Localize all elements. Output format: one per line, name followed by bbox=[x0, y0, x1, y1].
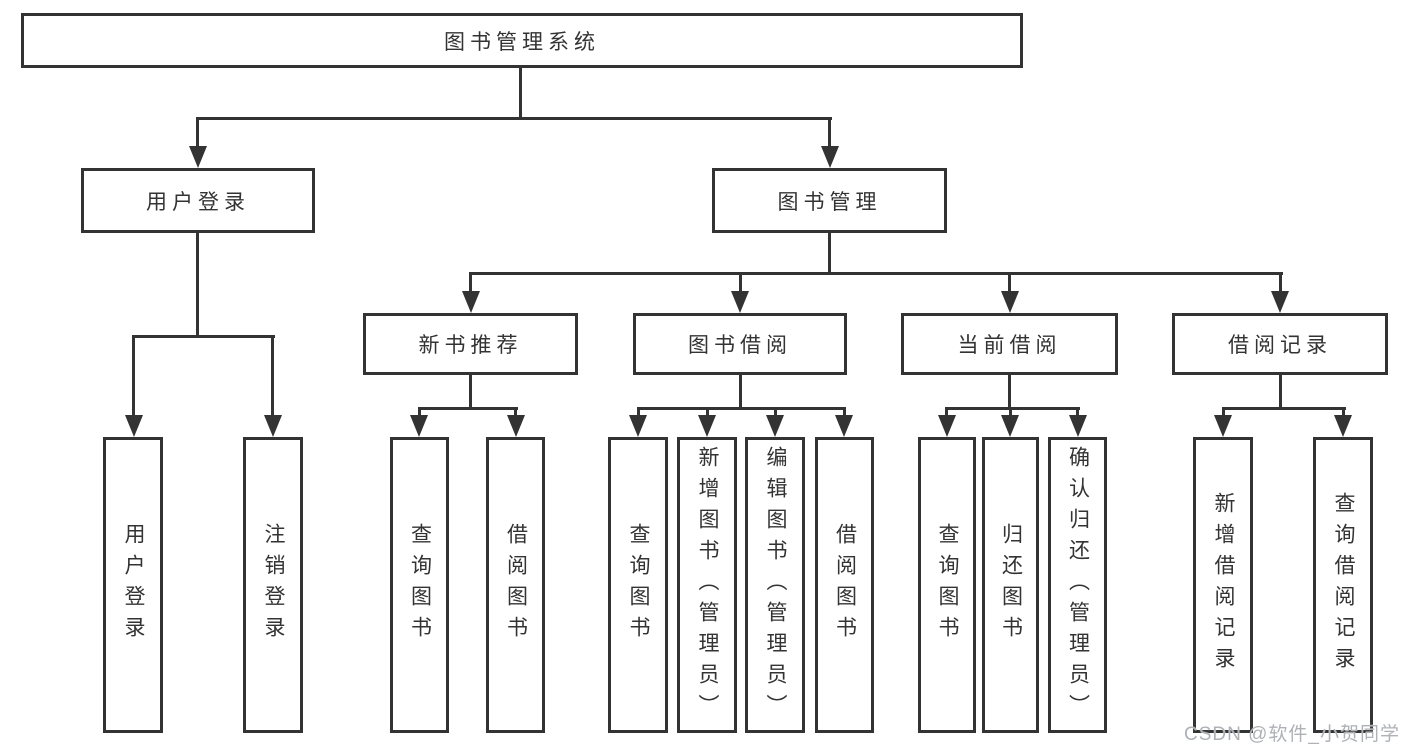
connector-line bbox=[469, 272, 1283, 275]
node-root-system: 图书管理系统 bbox=[21, 13, 1023, 68]
connector-line bbox=[469, 373, 472, 410]
connector-line bbox=[1342, 407, 1345, 421]
node-book-management: 图书管理 bbox=[712, 168, 947, 233]
node-book-borrowing: 图书借阅 bbox=[633, 313, 847, 375]
connector-line bbox=[739, 272, 742, 295]
leaf-query-books-recommend: 查询图书 bbox=[390, 437, 449, 733]
connector-line bbox=[1222, 407, 1346, 410]
leaf-add-books-admin: 新增图书（管理员） bbox=[677, 437, 737, 733]
connector-line bbox=[637, 407, 846, 410]
arrowhead-down-icon bbox=[1271, 291, 1289, 313]
connector-line bbox=[739, 373, 742, 410]
connector-line bbox=[945, 407, 1080, 410]
connector-line bbox=[1008, 272, 1011, 295]
arrowhead-down-icon bbox=[462, 291, 480, 313]
arrowhead-down-icon bbox=[1001, 291, 1019, 313]
leaf-user-login: 用户登录 bbox=[103, 437, 163, 733]
leaf-add-borrow-record: 新增借阅记录 bbox=[1193, 437, 1253, 733]
leaf-query-books-borrowing: 查询图书 bbox=[608, 437, 668, 733]
connector-line bbox=[132, 335, 135, 419]
connector-line bbox=[1008, 373, 1011, 410]
connector-line bbox=[843, 407, 846, 421]
leaf-return-books: 归还图书 bbox=[982, 437, 1039, 733]
leaf-query-borrow-record: 查询借阅记录 bbox=[1313, 437, 1373, 733]
arrowhead-down-icon bbox=[835, 415, 853, 437]
connector-line bbox=[1222, 407, 1225, 421]
arrowhead-down-icon bbox=[189, 146, 207, 168]
arrowhead-down-icon bbox=[1001, 415, 1019, 437]
connector-line bbox=[1279, 272, 1282, 295]
arrowhead-down-icon bbox=[766, 415, 784, 437]
arrowhead-down-icon bbox=[507, 415, 525, 437]
leaf-confirm-return-admin: 确认归还（管理员） bbox=[1048, 437, 1107, 733]
arrowhead-down-icon bbox=[938, 415, 956, 437]
connector-line bbox=[271, 335, 274, 419]
connector-line bbox=[418, 407, 421, 421]
arrowhead-down-icon bbox=[1214, 415, 1232, 437]
arrowhead-down-icon bbox=[731, 291, 749, 313]
connector-line bbox=[828, 117, 831, 150]
connector-line bbox=[706, 407, 709, 421]
watermark-text: CSDN @软件_小贺同学 bbox=[1184, 724, 1400, 745]
node-borrow-records: 借阅记录 bbox=[1172, 313, 1388, 375]
connector-line bbox=[1009, 407, 1012, 421]
connector-line bbox=[132, 335, 275, 338]
arrowhead-down-icon bbox=[410, 415, 428, 437]
connector-line bbox=[828, 232, 831, 275]
leaf-edit-books-admin: 编辑图书（管理员） bbox=[745, 437, 805, 733]
node-new-book-recommend: 新书推荐 bbox=[363, 313, 578, 375]
connector-line bbox=[469, 272, 472, 295]
connector-line bbox=[514, 407, 517, 421]
connector-line bbox=[418, 407, 518, 410]
arrowhead-down-icon bbox=[125, 415, 143, 437]
connector-line bbox=[637, 407, 640, 421]
arrowhead-down-icon bbox=[821, 146, 839, 168]
arrowhead-down-icon bbox=[698, 415, 716, 437]
arrowhead-down-icon bbox=[1069, 415, 1087, 437]
leaf-logout: 注销登录 bbox=[243, 437, 303, 733]
connector-line bbox=[196, 232, 199, 338]
arrowhead-down-icon bbox=[1334, 415, 1352, 437]
connector-line bbox=[196, 117, 199, 150]
connector-line bbox=[945, 407, 948, 421]
connector-line bbox=[774, 407, 777, 421]
connector-line bbox=[196, 117, 832, 120]
arrowhead-down-icon bbox=[629, 415, 647, 437]
connector-line bbox=[1076, 407, 1079, 421]
leaf-borrow-books-recommend: 借阅图书 bbox=[486, 437, 545, 733]
arrowhead-down-icon bbox=[264, 415, 282, 437]
node-current-borrowing: 当前借阅 bbox=[901, 313, 1118, 375]
connector-line bbox=[1279, 373, 1282, 410]
node-user-login: 用户登录 bbox=[81, 168, 315, 233]
connector-line bbox=[519, 68, 522, 120]
leaf-query-books-current: 查询图书 bbox=[918, 437, 976, 733]
leaf-borrow-books: 借阅图书 bbox=[815, 437, 874, 733]
